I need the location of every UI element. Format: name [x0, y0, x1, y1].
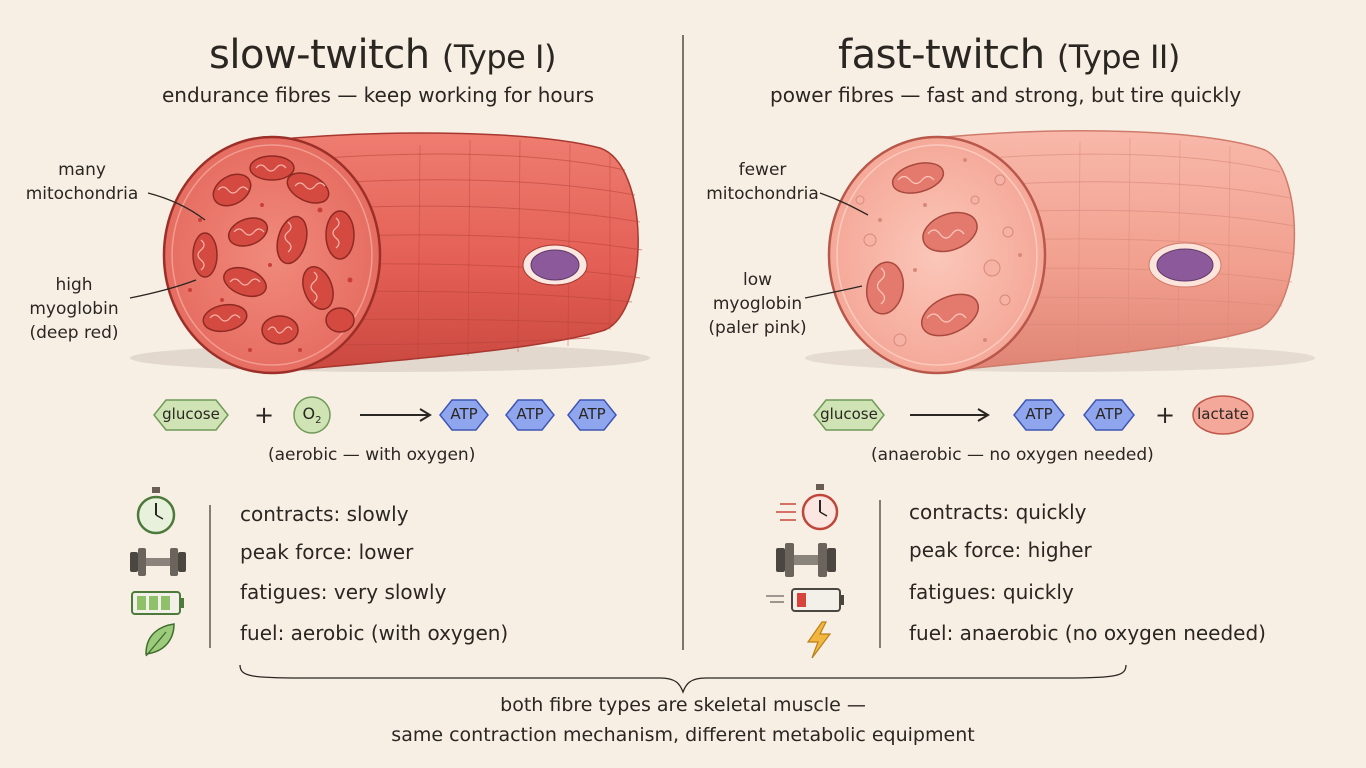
fast-myo-leader	[804, 285, 863, 299]
fast-equation-note: (anaerobic — no oxygen needed)	[871, 445, 1154, 465]
slow-stat-contracts: contracts: slowly	[240, 502, 409, 526]
lightning-icon	[806, 621, 832, 659]
footer-caption: both fibre types are skeletal muscle — s…	[303, 690, 1063, 750]
fast-stat-contracts: contracts: quickly	[909, 500, 1087, 524]
glucose-molecule	[813, 399, 885, 431]
stopwatch-icon	[136, 487, 176, 535]
leaf-icon	[145, 623, 175, 657]
slow-twitch-title: slow-twitch (Type I)	[209, 32, 556, 78]
fast-mito-label-line2: mitochondria	[706, 184, 819, 204]
glucose-label: glucose	[162, 405, 220, 423]
atp-label: ATP	[1095, 405, 1123, 423]
fast-twitch-subtitle: power fibres — fast and strong, but tire…	[770, 83, 1242, 107]
atp-molecule	[567, 399, 617, 431]
atp-label: ATP	[516, 405, 544, 423]
low-battery-icon	[766, 588, 844, 612]
footer-brace	[239, 664, 1127, 694]
atp-molecule	[1013, 399, 1065, 431]
atp-label: ATP	[578, 405, 606, 423]
oxygen-symbol: O	[302, 404, 316, 423]
slow-muscle-fibre	[130, 132, 650, 375]
fast-myo-label: low myoglobin (paler pink)	[700, 268, 815, 340]
plus-sign: +	[254, 401, 275, 429]
full-battery-icon	[131, 591, 184, 615]
fast-mito-leader	[819, 192, 869, 216]
footer-line-2: same contraction mechanism, different me…	[391, 724, 975, 746]
slow-myo-label-line2: myoglobin	[29, 299, 119, 319]
fast-myo-label-line1: low	[742, 270, 773, 290]
atp-molecule	[439, 399, 489, 431]
slow-stat-force: peak force: lower	[240, 540, 414, 564]
slow-equation-note: (aerobic — with oxygen)	[268, 445, 476, 465]
fast-muscle-fibre	[805, 130, 1315, 375]
atp-molecule	[1083, 399, 1135, 431]
glucose-molecule	[153, 399, 229, 431]
atp-label: ATP	[450, 405, 478, 423]
dumbbell-icon	[776, 543, 836, 577]
fast-equation	[813, 395, 1254, 435]
slow-equation	[153, 396, 617, 434]
lactate-molecule	[1192, 395, 1254, 435]
dumbbell-icon	[130, 548, 186, 576]
slow-myo-label: high myoglobin (deep red)	[14, 273, 134, 345]
fast-mito-label: fewer mitochondria	[700, 158, 825, 206]
fast-twitch-title: fast-twitch (Type II)	[838, 32, 1180, 78]
plus-sign: +	[1155, 401, 1176, 429]
slow-title-main: slow-twitch	[209, 32, 430, 78]
slow-title-type: (Type I)	[441, 38, 557, 76]
fast-title-main: fast-twitch	[838, 32, 1045, 78]
oxygen-label: O2	[294, 404, 330, 426]
fast-stat-fuel: fuel: anaerobic (no oxygen needed)	[909, 621, 1266, 645]
slow-stat-fuel: fuel: aerobic (with oxygen)	[240, 621, 509, 645]
slow-myo-leader	[129, 279, 197, 299]
oxygen-molecule	[293, 396, 331, 434]
fast-mito-label-line1: fewer	[738, 160, 787, 180]
slow-myo-label-line1: high	[55, 275, 93, 295]
fast-myo-label-line2: myoglobin	[712, 294, 803, 314]
slow-mito-label-line1: many	[58, 160, 106, 180]
fast-stat-force: peak force: higher	[909, 538, 1092, 562]
fast-myo-label-line3: (paler pink)	[708, 318, 807, 338]
fast-title-type: (Type II)	[1056, 38, 1181, 76]
lactate-label: lactate	[1197, 405, 1249, 423]
slow-myo-label-line3: (deep red)	[29, 323, 119, 343]
atp-molecule	[505, 399, 555, 431]
slow-mito-label-line2: mitochondria	[25, 184, 139, 204]
oxygen-subscript: 2	[315, 415, 322, 427]
glucose-label: glucose	[820, 405, 878, 423]
footer-line-1: both fibre types are skeletal muscle —	[500, 694, 866, 716]
fast-stat-fatigue: fatigues: quickly	[909, 580, 1074, 604]
fast-stopwatch-icon	[776, 484, 839, 531]
atp-label: ATP	[1025, 405, 1053, 423]
slow-twitch-subtitle: endurance fibres — keep working for hour…	[162, 83, 594, 107]
slow-stat-fatigue: fatigues: very slowly	[240, 580, 447, 604]
slow-mito-leader	[147, 192, 206, 221]
slow-mito-label: many mitochondria	[22, 158, 142, 206]
